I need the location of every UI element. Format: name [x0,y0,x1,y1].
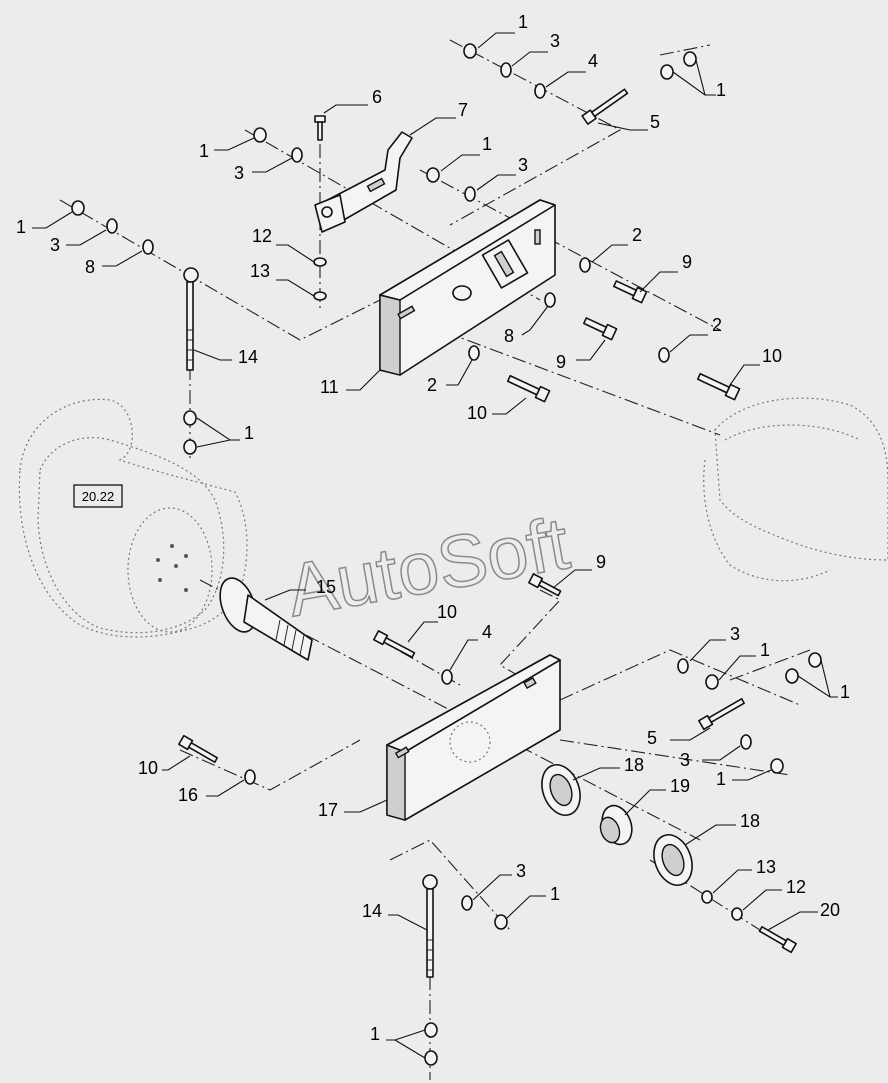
callout-17: 17 [318,800,338,820]
callout-9: 9 [682,252,692,272]
callout-numbers: 1 3 4 1 5 6 7 1 3 1 3 1 3 8 12 13 2 9 8 … [16,12,850,1044]
callout-3: 3 [234,163,244,183]
reference-box: 20.22 [73,484,123,508]
callout-13: 13 [756,857,776,877]
reference-label: 20.22 [82,489,115,504]
bolts [178,88,797,954]
callout-9: 9 [596,552,606,572]
callout-9: 9 [556,352,566,372]
callout-1: 1 [760,640,770,660]
callout-2: 2 [712,315,722,335]
callout-3: 3 [518,155,528,175]
callout-3: 3 [730,624,740,644]
callout-8: 8 [504,326,514,346]
callout-1: 1 [199,141,209,161]
callout-13: 13 [250,261,270,281]
wheel-spindle [219,577,313,661]
nuts-and-washers [71,43,822,1066]
callout-3: 3 [516,861,526,881]
callout-10: 10 [138,758,158,778]
callout-1: 1 [244,423,254,443]
callout-4: 4 [482,622,492,642]
callout-3: 3 [550,31,560,51]
callout-12: 12 [786,877,806,897]
lever-arm [314,131,413,233]
callout-18: 18 [624,755,644,775]
long-bolt-lower [422,874,438,978]
callout-1: 1 [370,1024,380,1044]
callout-3: 3 [680,750,690,770]
leader-lines [32,32,838,1059]
callout-10: 10 [762,346,782,366]
callout-4: 4 [588,51,598,71]
long-bolt-upper [183,267,199,371]
callout-6: 6 [372,87,382,107]
callout-1: 1 [518,12,528,32]
callout-1: 1 [716,80,726,100]
callout-2: 2 [427,375,437,395]
callout-18: 18 [740,811,760,831]
callout-10: 10 [437,602,457,622]
right-wheel-outline [703,397,888,582]
lower-mounting-plate [386,654,561,821]
callout-3: 3 [50,235,60,255]
callout-5: 5 [647,728,657,748]
bearing-assembly [541,764,693,886]
callout-14: 14 [362,901,382,921]
callout-16: 16 [178,785,198,805]
callout-8: 8 [85,257,95,277]
callout-1: 1 [16,217,26,237]
callout-1: 1 [550,884,560,904]
callout-1: 1 [840,682,850,702]
callout-19: 19 [670,776,690,796]
callout-11: 11 [320,377,339,397]
callout-14: 14 [238,347,258,367]
callout-12: 12 [252,226,272,246]
left-wheel-outline [18,398,248,638]
callout-1: 1 [716,769,726,789]
watermark-text: AutoSoft [281,501,575,632]
upper-mounting-plate [379,199,556,376]
callout-5: 5 [650,112,660,132]
callout-10: 10 [467,403,487,423]
callout-15: 15 [316,577,336,597]
callout-1: 1 [482,134,492,154]
callout-7: 7 [458,100,468,120]
callout-20: 20 [820,900,840,920]
callout-2: 2 [632,225,642,245]
